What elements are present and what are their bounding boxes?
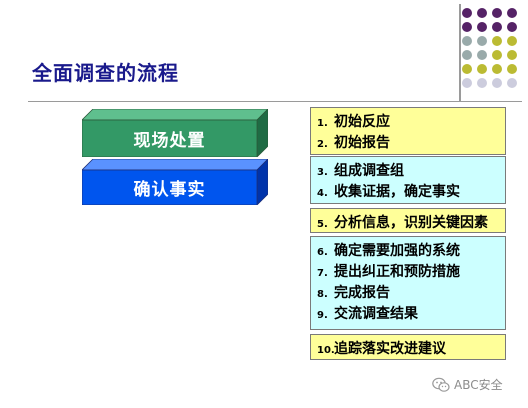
step-number: 9.: [317, 310, 328, 321]
step-group-5: 10.追踪落实改进建议: [310, 334, 506, 360]
step-item: 5. 分析信息，识别关键因素: [317, 212, 499, 232]
step-number: 4.: [317, 188, 328, 199]
step-group-3: 5. 分析信息，识别关键因素: [310, 208, 506, 233]
decor-horizontal-line: [28, 101, 522, 102]
step-item: 3. 组成调查组: [317, 160, 499, 181]
decor-dot: [477, 8, 487, 18]
page-title: 全面调查的流程: [32, 61, 179, 85]
decor-dot: [507, 64, 517, 74]
decor-dot: [462, 64, 472, 74]
step-number: 1.: [317, 118, 328, 129]
step-text: 完成报告: [334, 285, 390, 301]
step-number: 3.: [317, 167, 328, 178]
decor-dot: [492, 50, 502, 60]
decor-dot: [477, 78, 487, 88]
step-item: 1. 初始反应: [317, 111, 499, 132]
step-text: 分析信息，识别关键因素: [334, 215, 488, 231]
watermark-text: ABC安全: [454, 378, 503, 392]
decor-dot: [492, 36, 502, 46]
decor-dot: [492, 64, 502, 74]
step-text: 确定需要加强的系统: [334, 243, 460, 259]
step-group-4: 6. 确定需要加强的系统 7. 提出纠正和预防措施 8. 完成报告 9. 交流调查结果: [310, 236, 506, 330]
step-item: 10.追踪落实改进建议: [317, 338, 499, 359]
phase-box-scene-handling: 现场处置: [81, 108, 269, 158]
decor-dot: [492, 8, 502, 18]
step-item: 8. 完成报告: [317, 282, 499, 303]
decor-dot: [462, 22, 472, 32]
decorative-dot-grid: [462, 8, 517, 88]
decor-dot: [477, 22, 487, 32]
phase-box-shape: [81, 108, 269, 158]
phase-box-confirm-facts: 确认事实: [81, 158, 269, 206]
decor-dot: [507, 78, 517, 88]
decor-dot: [462, 8, 472, 18]
step-item: 2. 初始报告: [317, 132, 499, 153]
step-text: 提出纠正和预防措施: [334, 264, 460, 280]
step-text: 收集证据，确定事实: [334, 184, 460, 200]
decor-dot: [507, 8, 517, 18]
decor-dot: [477, 50, 487, 60]
decor-dot: [462, 50, 472, 60]
step-text: 追踪落实改进建议: [334, 341, 446, 357]
phase-label: 现场处置: [133, 131, 206, 151]
step-number: 6.: [317, 247, 328, 258]
step-text: 初始反应: [334, 114, 390, 130]
decor-dot: [477, 36, 487, 46]
step-text: 初始报告: [334, 135, 390, 151]
decor-dot: [507, 36, 517, 46]
decor-dot: [462, 78, 472, 88]
step-number: 2.: [317, 139, 328, 150]
step-item: 9. 交流调查结果: [317, 303, 499, 324]
phase-label: 确认事实: [133, 180, 206, 200]
step-text: 组成调查组: [334, 163, 404, 179]
decor-dot: [507, 22, 517, 32]
phase-box-shape: [81, 158, 269, 206]
step-item: 4. 收集证据，确定事实: [317, 181, 499, 202]
step-number: 10.: [317, 345, 335, 356]
decor-dot: [507, 50, 517, 60]
decor-dot: [492, 22, 502, 32]
step-number: 8.: [317, 289, 328, 300]
wechat-icon: [432, 377, 450, 392]
decor-dot: [477, 64, 487, 74]
watermark: ABC安全: [432, 376, 503, 393]
step-group-1: 1. 初始反应 2. 初始报告: [310, 107, 506, 155]
step-number: 5.: [317, 219, 328, 230]
decor-dot: [462, 36, 472, 46]
step-text: 交流调查结果: [334, 306, 418, 322]
decor-dot: [492, 78, 502, 88]
step-number: 7.: [317, 268, 328, 279]
decor-vertical-line: [459, 4, 461, 102]
step-item: 6. 确定需要加强的系统: [317, 240, 499, 261]
step-group-2: 3. 组成调查组 4. 收集证据，确定事实: [310, 156, 506, 204]
step-item: 7. 提出纠正和预防措施: [317, 261, 499, 282]
